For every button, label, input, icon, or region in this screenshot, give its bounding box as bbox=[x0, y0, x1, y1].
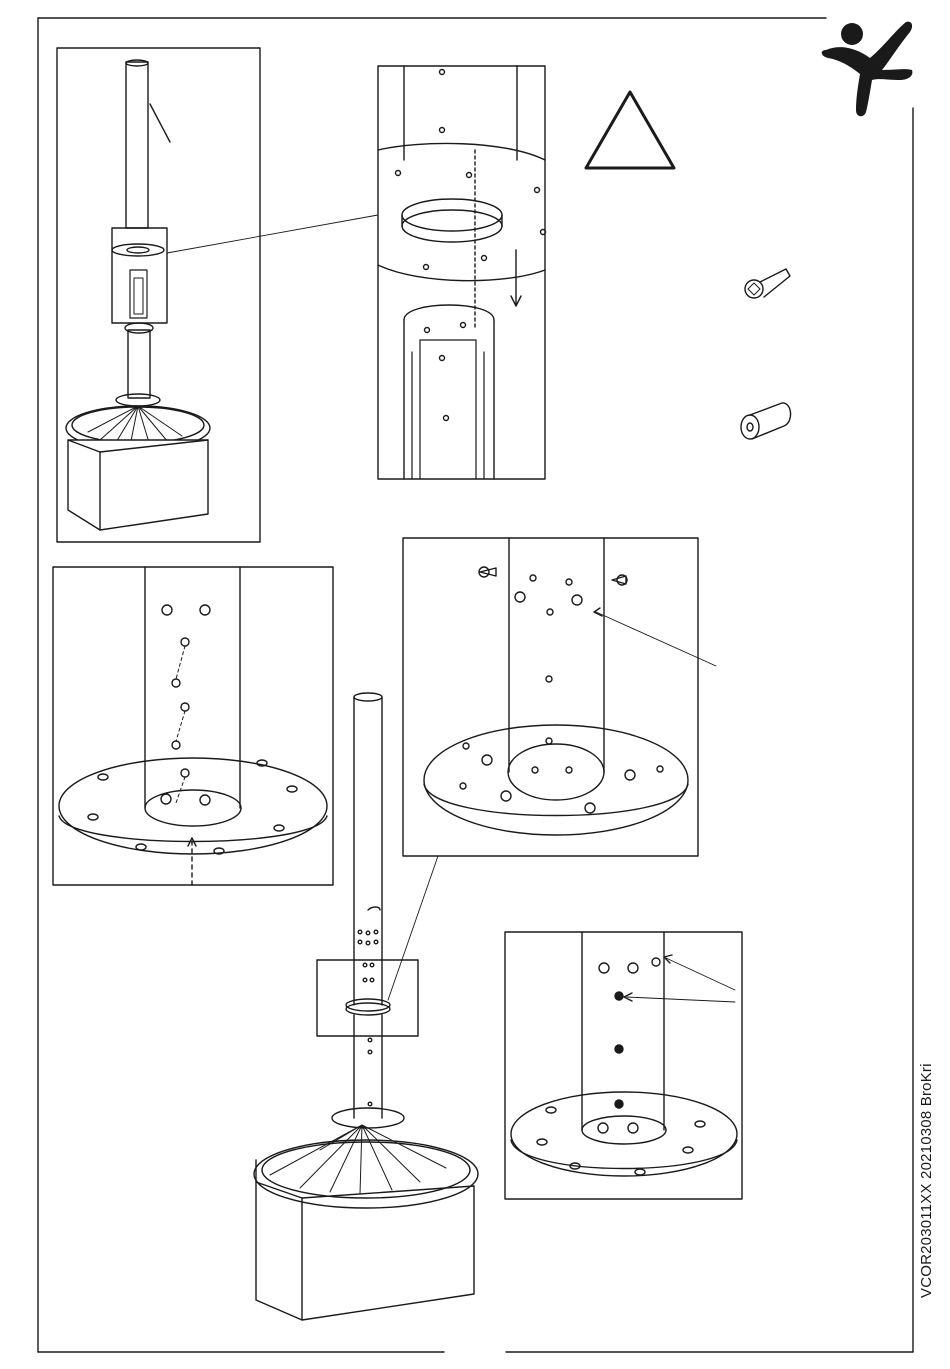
assembly-overview-image bbox=[57, 48, 378, 542]
flange-detail-image bbox=[378, 66, 546, 479]
jumping-figure-logo bbox=[822, 22, 913, 117]
flange-bolts-side-image bbox=[403, 538, 716, 856]
finished-joint-image bbox=[505, 932, 742, 1199]
spacer-sleeve-icon bbox=[741, 403, 791, 439]
warning-triangle-icon bbox=[586, 92, 674, 168]
document-code: VCOR203011XX 20210308 BroKri bbox=[918, 1063, 935, 1298]
flange-screws-top-image bbox=[53, 567, 333, 885]
torx-bolt-icon bbox=[745, 269, 790, 298]
